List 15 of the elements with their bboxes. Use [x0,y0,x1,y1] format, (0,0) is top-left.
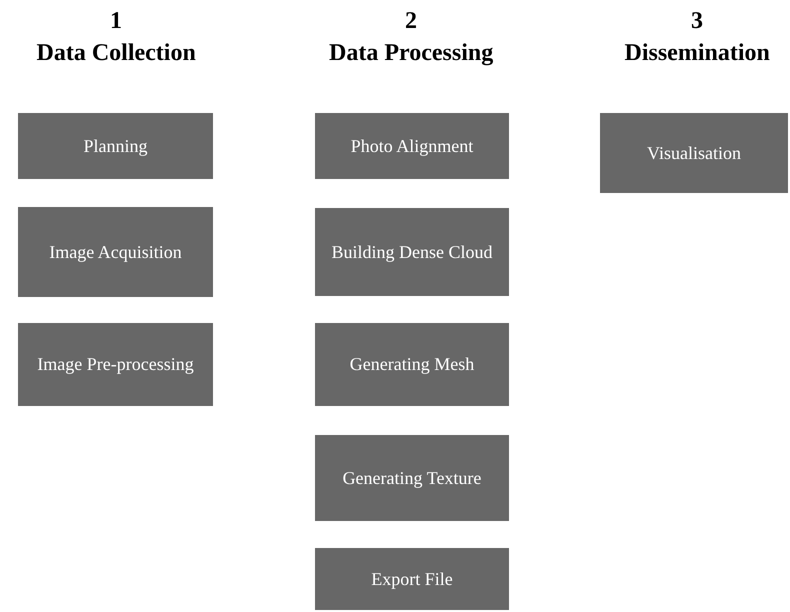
process-box: Image Pre-processing [18,323,213,406]
process-box: Photo Alignment [315,113,509,179]
column-heading: Data Collection [36,40,196,67]
column-number: 2 [405,8,417,35]
process-box: Export File [315,548,509,610]
process-box: Generating Mesh [315,323,509,406]
column-heading: Data Processing [329,40,494,67]
column-number: 1 [110,8,122,35]
column-heading: Dissemination [624,40,770,67]
process-box: Image Acquisition [18,207,213,297]
process-box: Visualisation [600,113,788,193]
column-number: 3 [691,8,703,35]
process-box: Building Dense Cloud [315,208,509,296]
process-box: Planning [18,113,213,179]
process-box: Generating Texture [315,435,509,521]
